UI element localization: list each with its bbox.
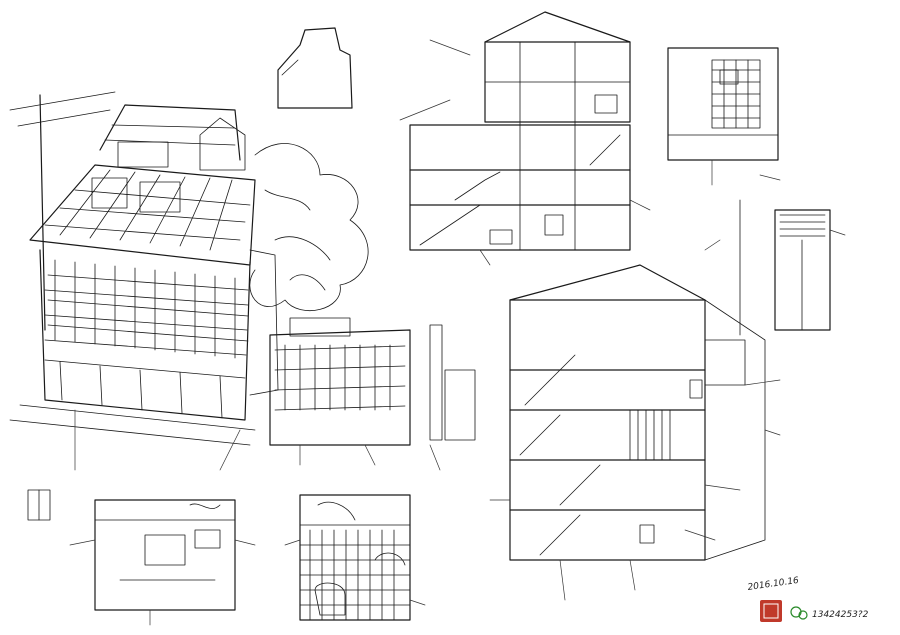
date-note: 2016.10.16 (747, 576, 800, 593)
second-building-elevation (219, 317, 476, 471)
house-section-top (399, 11, 651, 266)
traditional-house-perspective (9, 91, 369, 471)
door-elevation (739, 199, 846, 336)
bottom-left-elevation (27, 489, 256, 626)
axonometric-section (489, 239, 781, 601)
signature-area: 2016.10.16 13424253?2 (747, 576, 869, 622)
small-section-sketch (277, 27, 353, 109)
bathroom-interior-perspective (284, 494, 426, 621)
red-seal-stamp (760, 600, 782, 622)
bathroom-plan (667, 47, 781, 186)
phone-number: 13424253?2 (812, 610, 869, 620)
